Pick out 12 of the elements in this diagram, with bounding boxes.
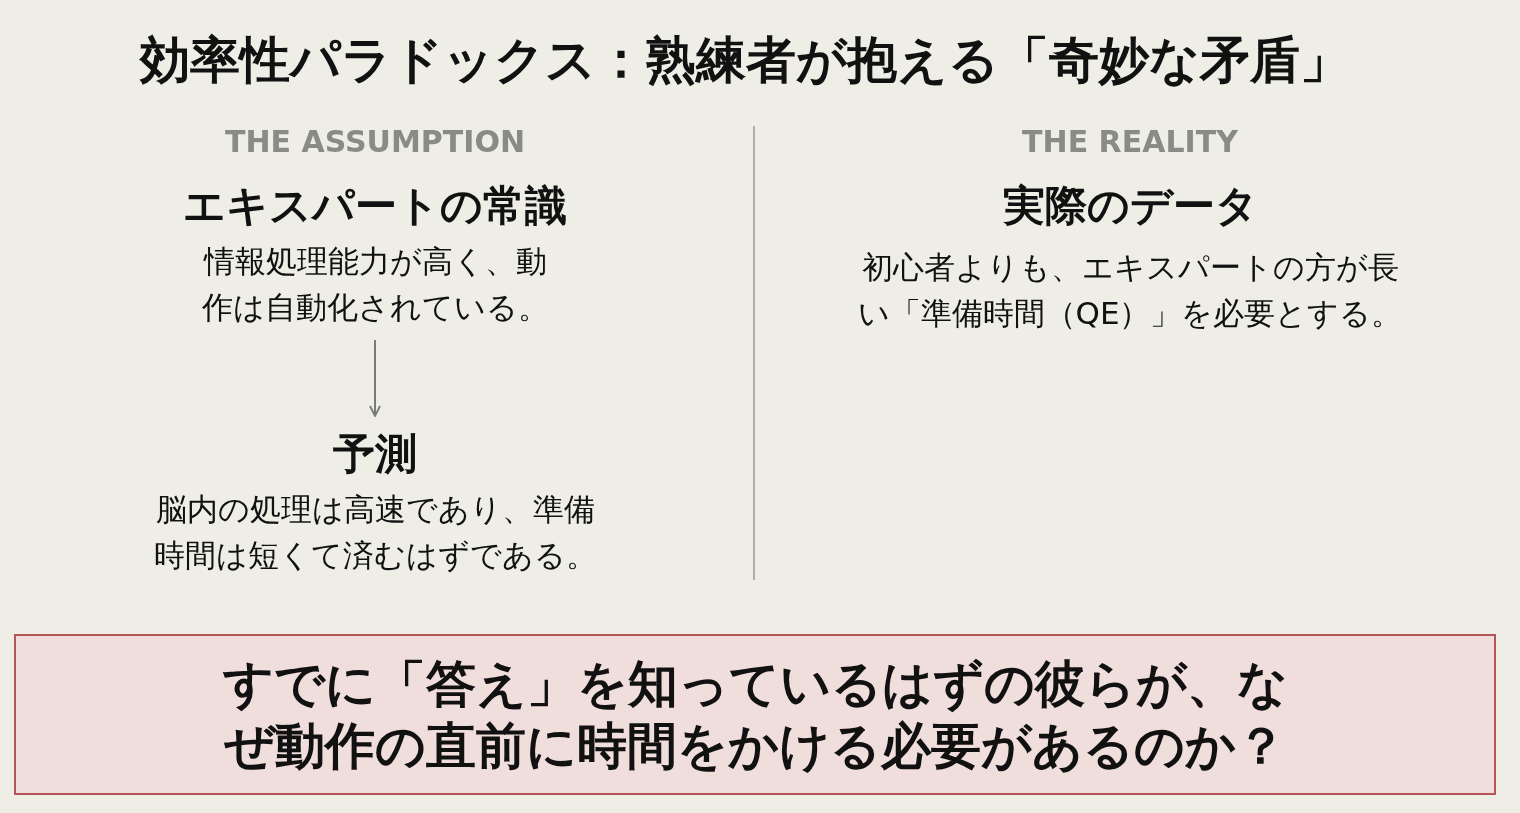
body-text: 脳内の処理は高速であり、準備時間は短くて済むはずである。 bbox=[152, 490, 598, 575]
question-box bbox=[14, 634, 1496, 795]
title: 効率性パラドックス：熟練者が抱える「奇妙な矛盾」 bbox=[138, 30, 1351, 91]
section-label: THE REALITY bbox=[1022, 124, 1238, 159]
body-text: 初心者よりも、エキスパートの方が長い「準備時間（QE）」を必要とする。 bbox=[856, 248, 1404, 333]
arrow bbox=[369, 339, 381, 417]
section-label: THE ASSUMPTION bbox=[225, 124, 525, 159]
heading: 予測 bbox=[333, 428, 417, 480]
body-text: 情報処理能力が高く、動作は自動化されている。 bbox=[200, 242, 550, 327]
question-text: すでに「答え」を知っているはずの彼らが、なぜ動作の直前に時間をかける必要があるのか？ bbox=[221, 653, 1289, 777]
heading: 実際のデータ bbox=[1002, 180, 1258, 232]
heading: エキスパートの常識 bbox=[183, 180, 567, 232]
